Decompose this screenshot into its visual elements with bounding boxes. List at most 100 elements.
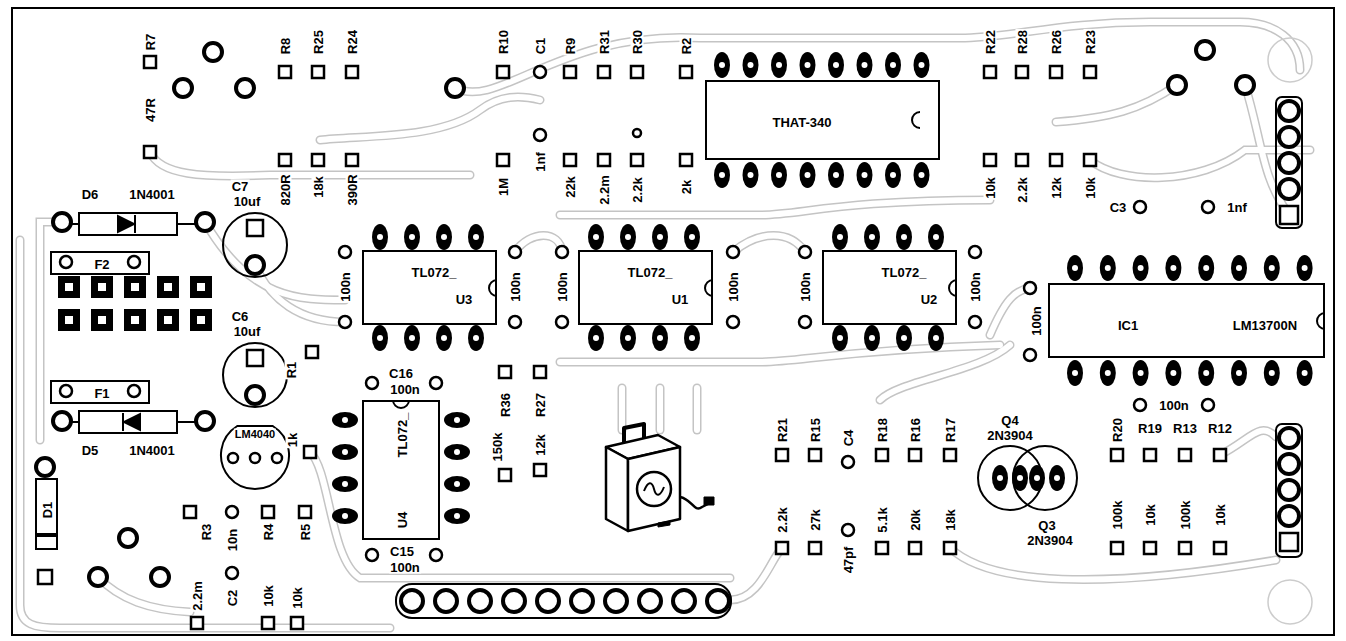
solder-pad bbox=[468, 224, 484, 250]
solder-pad bbox=[299, 506, 311, 518]
solder-pad bbox=[805, 62, 811, 68]
solder-pad bbox=[876, 449, 888, 461]
solder-pad bbox=[444, 476, 470, 492]
solder-pad bbox=[537, 590, 559, 612]
component-label: R21 bbox=[776, 417, 789, 443]
solder-pad bbox=[144, 56, 156, 68]
solder-pad bbox=[1203, 370, 1209, 376]
component-label: 20k bbox=[909, 508, 922, 532]
copper-trace bbox=[515, 236, 562, 253]
solder-pad bbox=[196, 213, 214, 231]
copper-trace bbox=[515, 236, 562, 253]
component-label: 2.2m bbox=[191, 580, 204, 612]
solder-pad bbox=[65, 316, 73, 324]
solder-pad bbox=[556, 316, 568, 328]
solder-pad bbox=[564, 66, 576, 78]
solder-pad bbox=[36, 41, 1313, 629]
solder-pad bbox=[800, 162, 816, 188]
solder-pad bbox=[1111, 449, 1123, 461]
solder-pad bbox=[128, 385, 140, 397]
solder-pad bbox=[800, 52, 816, 78]
solder-pad bbox=[332, 412, 358, 428]
solder-pad bbox=[1138, 370, 1144, 376]
solder-pad bbox=[748, 62, 754, 68]
component-label: C1 bbox=[534, 37, 547, 56]
solder-pad bbox=[896, 224, 912, 250]
part-designator: TL072_ bbox=[396, 412, 409, 459]
solder-pad bbox=[131, 283, 139, 291]
solder-pad bbox=[332, 444, 358, 460]
solder-pad bbox=[332, 476, 358, 492]
solder-pad bbox=[719, 172, 725, 178]
solder-pad bbox=[197, 283, 205, 291]
component-label: R1 bbox=[285, 361, 298, 380]
solder-pad bbox=[673, 590, 695, 612]
solder-pad bbox=[992, 465, 1008, 491]
header-outline bbox=[396, 584, 731, 618]
component-label: 10k bbox=[984, 176, 997, 200]
solder-pad bbox=[876, 542, 888, 554]
solder-pad bbox=[184, 506, 196, 518]
component-label: 820R bbox=[279, 173, 292, 206]
solder-pad bbox=[272, 453, 282, 463]
copper-trace bbox=[320, 97, 540, 140]
component-label: R20 bbox=[1111, 417, 1124, 443]
component-label: 100n bbox=[556, 271, 569, 303]
solder-pad bbox=[1138, 265, 1144, 271]
solder-pad bbox=[842, 524, 854, 536]
component-label: 10k bbox=[262, 584, 275, 608]
solder-pad bbox=[404, 325, 420, 351]
solder-pad bbox=[236, 79, 254, 97]
fuse-outline: F2 bbox=[50, 251, 150, 275]
part-designator: 2N3904 bbox=[1026, 534, 1074, 547]
solder-pad bbox=[1297, 255, 1313, 281]
component-label: 2.2m bbox=[598, 174, 611, 206]
solder-pad bbox=[1067, 360, 1083, 386]
solder-pad bbox=[454, 481, 460, 487]
solder-pad bbox=[933, 335, 939, 341]
part-designator: THAT-340 bbox=[772, 116, 833, 129]
solder-pad bbox=[833, 172, 839, 178]
solder-pad bbox=[435, 590, 457, 612]
solder-pad bbox=[1214, 542, 1226, 554]
copper-trace bbox=[730, 548, 782, 600]
component-label: R28 bbox=[1016, 29, 1029, 55]
solder-pad bbox=[1264, 360, 1280, 386]
solder-pad bbox=[473, 335, 479, 341]
component-label: R30 bbox=[631, 29, 644, 55]
solder-pad bbox=[246, 386, 264, 404]
header-outline bbox=[1276, 97, 1302, 228]
component-label: 100n bbox=[389, 561, 421, 574]
solder-pad bbox=[771, 52, 787, 78]
component-label: 1M bbox=[497, 177, 510, 197]
copper-trace bbox=[733, 236, 805, 253]
component-label: 10k bbox=[1144, 503, 1157, 527]
solder-pad bbox=[1100, 360, 1116, 386]
part-designator: TL072_ bbox=[411, 266, 458, 279]
copper-trace bbox=[20, 22, 1310, 628]
solder-pad bbox=[509, 316, 521, 328]
part-designator: C7 bbox=[231, 180, 250, 193]
solder-pad bbox=[743, 52, 759, 78]
transistor-outline bbox=[1012, 445, 1078, 511]
capacitor-outline: C610uf bbox=[222, 342, 288, 408]
part-designator: U1 bbox=[671, 293, 690, 306]
solder-pad bbox=[291, 617, 303, 629]
solder-pad bbox=[1017, 475, 1023, 481]
solder-pad bbox=[247, 350, 263, 366]
solder-pad bbox=[339, 246, 351, 258]
part-designator: C6 bbox=[231, 310, 250, 323]
diode-symbol bbox=[37, 215, 196, 535]
solder-pad bbox=[497, 66, 509, 78]
solder-pad bbox=[1179, 449, 1191, 461]
component-label: C2 bbox=[226, 589, 239, 608]
toaster-icon bbox=[628, 447, 680, 531]
solder-pad bbox=[144, 146, 156, 158]
solder-pad bbox=[250, 453, 260, 463]
component-label: 100n bbox=[727, 271, 740, 303]
solder-pad bbox=[91, 276, 113, 298]
solder-pad bbox=[620, 224, 636, 250]
part-designator: U4 bbox=[396, 511, 409, 530]
solder-pad bbox=[714, 52, 730, 78]
solder-pad bbox=[639, 590, 661, 612]
